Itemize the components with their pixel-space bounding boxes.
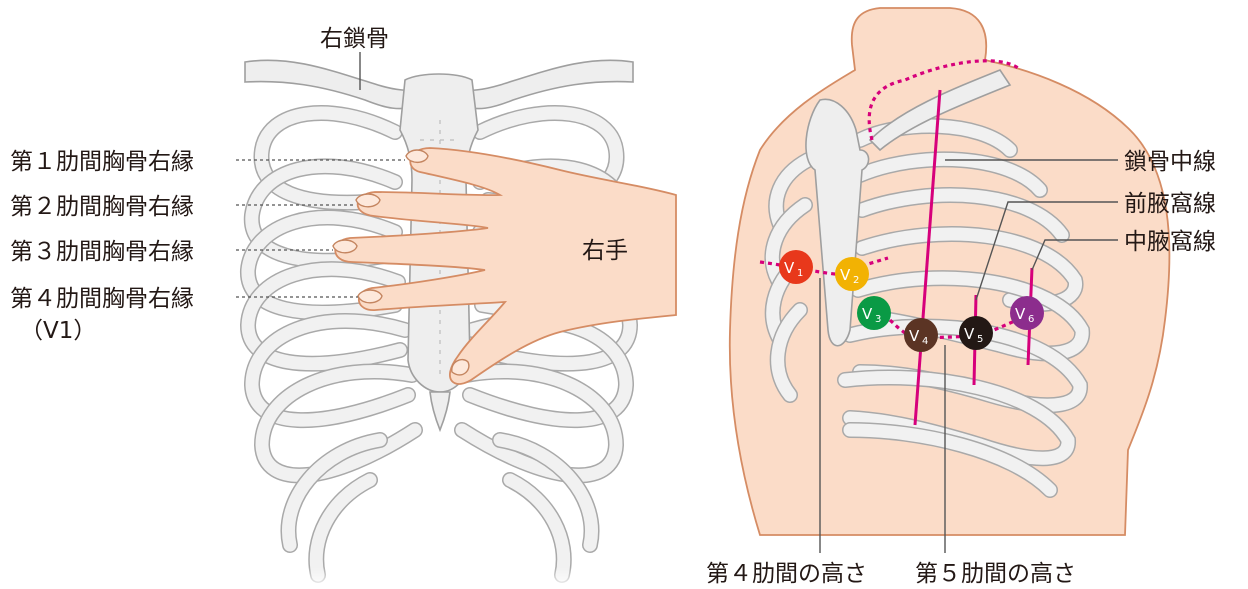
svg-text:V: V (862, 305, 873, 323)
electrode-v2: V 2 (835, 257, 869, 291)
electrode-v3: V 3 (857, 296, 891, 330)
svg-text:V: V (784, 259, 795, 277)
midclavicular-line-label: 鎖骨中線 (1124, 149, 1216, 175)
fourth-intercostal-height-label: 第４肋間の高さ (706, 561, 867, 587)
svg-text:V: V (840, 266, 851, 284)
svg-text:V: V (1015, 305, 1026, 323)
svg-text:V: V (909, 327, 920, 345)
electrode-v6: V 6 (1010, 296, 1044, 330)
svg-text:1: 1 (797, 268, 803, 279)
electrode-v4: V 4 (904, 318, 938, 352)
svg-text:V: V (964, 325, 975, 343)
anterior-axillary-line-label: 前腋窩線 (1124, 191, 1216, 217)
svg-text:2: 2 (853, 275, 859, 286)
electrode-v1: V 1 (779, 250, 813, 284)
fifth-intercostal-height-label: 第５肋間の高さ (915, 561, 1076, 587)
svg-text:5: 5 (977, 334, 983, 345)
mid-axillary-line-label: 中腋窩線 (1124, 229, 1216, 255)
svg-text:4: 4 (922, 336, 928, 347)
electrode-v5: V 5 (959, 316, 993, 350)
svg-text:3: 3 (875, 314, 881, 325)
svg-text:6: 6 (1028, 314, 1034, 325)
